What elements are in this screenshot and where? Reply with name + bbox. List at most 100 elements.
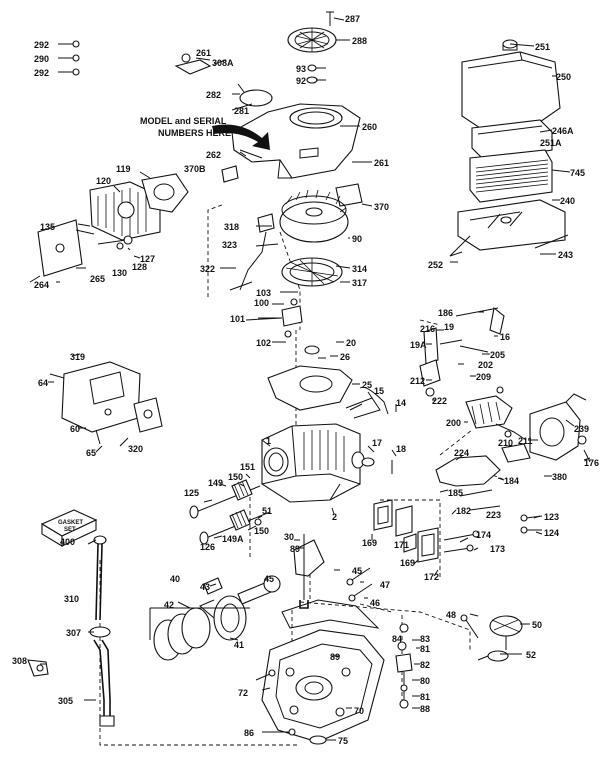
- dipstick-clip: [27, 659, 49, 677]
- part-label-48: 48: [446, 610, 456, 620]
- part-label-205: 205: [490, 350, 505, 360]
- air-cleaner-base: [449, 199, 569, 257]
- part-label-81b: 81: [420, 692, 430, 702]
- air-cleaner-bolts: [449, 251, 463, 257]
- part-label-211: 211: [518, 436, 533, 446]
- part-label-322: 322: [200, 264, 215, 274]
- part-label-151: 151: [240, 462, 255, 472]
- callout-line-2: NUMBERS HERE: [158, 128, 231, 138]
- part-label-176: 176: [584, 458, 599, 468]
- part-label-45b: 45: [264, 574, 274, 584]
- part-label-317: 317: [352, 278, 367, 288]
- part-label-251A: 251A: [540, 138, 562, 148]
- part-label-290: 290: [34, 54, 49, 64]
- part-label-92: 92: [296, 76, 306, 86]
- part-label-223: 223: [486, 510, 501, 520]
- carburetor-studs: [443, 530, 480, 553]
- part-label-75: 75: [338, 736, 348, 746]
- part-label-308A: 308A: [212, 58, 234, 68]
- part-label-261b: 261: [374, 158, 389, 168]
- valve-assembly: [189, 479, 271, 545]
- part-label-320: 320: [128, 444, 143, 454]
- control-lever: [133, 397, 163, 433]
- part-label-93: 93: [296, 64, 306, 74]
- sump-gasket: [281, 599, 380, 629]
- flywheel: [279, 189, 349, 243]
- part-label-186: 186: [438, 308, 453, 318]
- part-label-172: 172: [424, 572, 439, 582]
- cylinder-head: [89, 181, 161, 241]
- cylinder-block: [261, 423, 365, 503]
- part-label-89b: 89: [330, 652, 340, 662]
- part-label-261a: 261: [196, 48, 211, 58]
- part-label-17: 17: [372, 438, 382, 448]
- part-label-45a: 45: [352, 566, 362, 576]
- part-label-318: 318: [224, 222, 239, 232]
- part-label-224: 224: [454, 448, 469, 458]
- part-label-319: 319: [70, 352, 85, 362]
- part-label-212: 212: [410, 376, 425, 386]
- part-number-labels: 287288251250261308A939229229029228228126…: [12, 14, 599, 746]
- part-label-370B: 370B: [184, 164, 206, 174]
- crankshaft: [293, 534, 325, 609]
- washer-nut: [306, 64, 318, 84]
- part-label-264: 264: [34, 280, 49, 290]
- control-plate: [49, 361, 141, 445]
- small-screws: [58, 40, 80, 76]
- part-label-82: 82: [420, 660, 430, 670]
- part-label-202: 202: [478, 360, 493, 370]
- drain-plug: [268, 728, 327, 745]
- carburetor-gaskets: [373, 499, 439, 563]
- part-label-216: 216: [420, 324, 435, 334]
- governor-link: [495, 423, 527, 441]
- part-label-14: 14: [396, 398, 406, 408]
- part-label-209: 209: [476, 372, 491, 382]
- part-label-126: 126: [200, 542, 215, 552]
- part-label-171: 171: [394, 540, 409, 550]
- part-label-305: 305: [58, 696, 73, 706]
- part-label-26: 26: [340, 352, 350, 362]
- head-gasket: [141, 173, 189, 213]
- part-label-2: 2: [332, 512, 337, 522]
- part-label-88: 88: [420, 704, 430, 714]
- part-label-282: 282: [206, 90, 221, 100]
- part-label-103: 103: [256, 288, 271, 298]
- part-label-89a: 89: [290, 544, 300, 554]
- part-label-102: 102: [256, 338, 271, 348]
- part-label-19A: 19A: [410, 340, 427, 350]
- part-label-210: 210: [498, 438, 513, 448]
- carburetor: [529, 393, 591, 463]
- head-bolts: [97, 235, 133, 250]
- leader-lines: [40, 17, 591, 741]
- breather-cover: [267, 365, 381, 419]
- part-label-260: 260: [362, 122, 377, 132]
- part-label-370: 370: [374, 202, 389, 212]
- decal: [221, 165, 239, 183]
- part-label-123: 123: [544, 512, 559, 522]
- part-label-149: 149: [208, 478, 223, 488]
- part-label-127: 127: [140, 254, 155, 264]
- air-filter-precleaner: [471, 119, 553, 161]
- part-label-65: 65: [86, 448, 96, 458]
- part-label-292b: 292: [34, 68, 49, 78]
- part-label-169a: 169: [362, 538, 377, 548]
- part-label-84: 84: [392, 634, 402, 644]
- part-label-262: 262: [206, 150, 221, 160]
- part-label-250: 250: [556, 72, 571, 82]
- gasket-set-box: GASKET SET: [40, 509, 98, 547]
- part-label-150a: 150: [228, 472, 243, 482]
- part-label-70: 70: [354, 706, 364, 716]
- part-label-15: 15: [374, 386, 384, 396]
- throttle-linkage: [419, 306, 505, 397]
- part-label-239: 239: [574, 424, 589, 434]
- oil-seal: [304, 345, 326, 359]
- part-label-174: 174: [476, 530, 491, 540]
- callout-arrow-icon: [212, 124, 270, 150]
- piston-pin: [203, 577, 223, 595]
- part-label-42: 42: [164, 600, 174, 610]
- part-label-20: 20: [346, 338, 356, 348]
- part-label-265: 265: [90, 274, 105, 284]
- part-label-51: 51: [262, 506, 272, 516]
- part-label-100: 100: [254, 298, 269, 308]
- governor-rod: [349, 386, 389, 415]
